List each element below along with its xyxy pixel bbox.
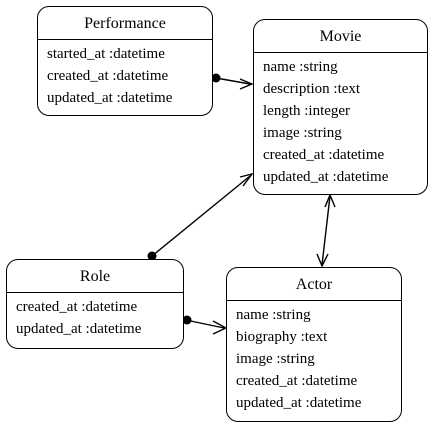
attribute: created_at :datetime — [47, 68, 169, 84]
attribute: updated_at :datetime — [47, 90, 173, 106]
attribute-list: name :string biography :text image :stri… — [227, 301, 401, 414]
entity-actor: Actor name :string biography :text image… — [226, 267, 402, 422]
attribute: image :string — [236, 351, 315, 367]
attribute: biography :text — [236, 329, 328, 345]
attribute: created_at :datetime — [236, 373, 358, 389]
one-end-marker — [182, 315, 192, 325]
edge-performance-movie — [211, 73, 254, 90]
attribute: created_at :datetime — [263, 147, 385, 163]
attribute-list: created_at :datetime updated_at :datetim… — [7, 293, 183, 340]
attribute-list: name :string description :text length :i… — [254, 53, 427, 188]
attribute-list: started_at :datetime created_at :datetim… — [38, 40, 212, 109]
entity-movie: Movie name :string description :text len… — [253, 19, 428, 195]
crows-foot-marker — [239, 172, 254, 187]
entity-title: Movie — [254, 20, 427, 53]
one-end-marker — [211, 73, 221, 83]
crows-foot-marker — [316, 253, 329, 268]
entity-performance: Performance started_at :datetime created… — [37, 6, 213, 116]
attribute: length :integer — [263, 103, 351, 119]
attribute: description :text — [263, 81, 361, 97]
edge-role-actor — [182, 315, 228, 335]
one-end-marker — [147, 251, 157, 261]
attribute: created_at :datetime — [16, 299, 138, 315]
crows-foot-marker — [239, 78, 254, 90]
attribute: name :string — [263, 59, 338, 75]
attribute: updated_at :datetime — [263, 169, 389, 185]
attribute: image :string — [263, 125, 342, 141]
entity-title: Role — [7, 260, 183, 293]
attribute: updated_at :datetime — [16, 321, 142, 337]
entity-title: Actor — [227, 268, 401, 301]
attribute: updated_at :datetime — [236, 395, 362, 411]
edge-movie-actor — [316, 193, 336, 268]
entity-role: Role created_at :datetime updated_at :da… — [6, 259, 184, 349]
entity-title: Performance — [38, 7, 212, 40]
crows-foot-marker — [324, 193, 336, 208]
attribute: name :string — [236, 307, 311, 323]
edge-role-movie — [147, 172, 254, 261]
attribute: started_at :datetime — [47, 46, 165, 62]
